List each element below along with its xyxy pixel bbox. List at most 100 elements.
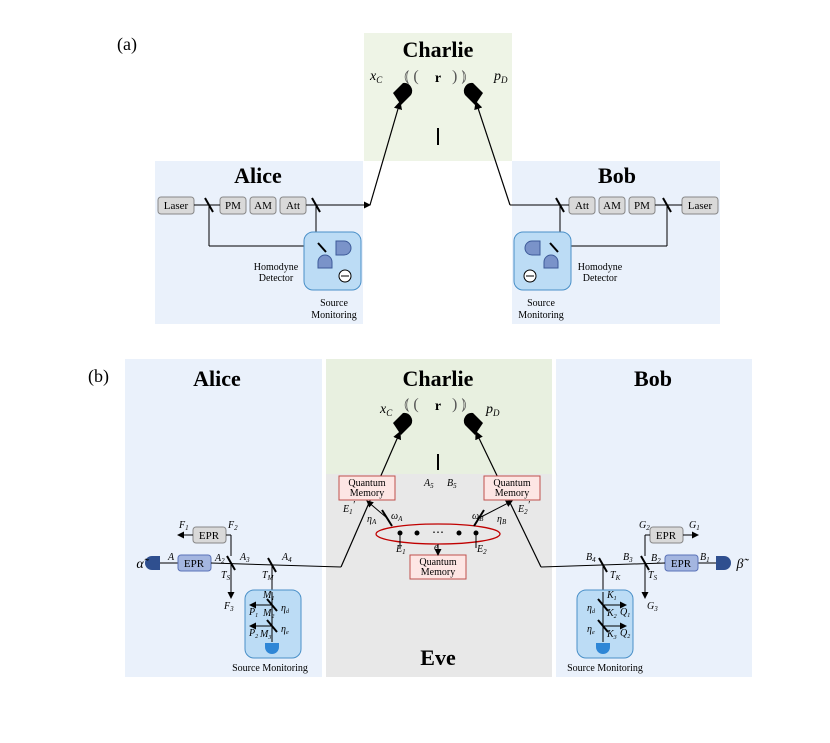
eve-memory-left-label1: Quantum xyxy=(348,478,385,489)
k2-label: K2 xyxy=(606,608,617,620)
signal-r-label: r xyxy=(435,71,441,86)
bob-a-am-label: AM xyxy=(603,200,621,212)
wave-left-icon: ⦅ ( xyxy=(404,68,419,85)
bob-a-chain: Att AM PM Laser xyxy=(510,196,719,247)
charlie-a-title: Charlie xyxy=(403,37,474,62)
g2-label: G2 xyxy=(639,520,650,532)
eve-title: Eve xyxy=(420,645,456,670)
panel-a-label: (a) xyxy=(117,34,137,55)
alice-b-main-line xyxy=(210,562,342,568)
bob-a-monitor-label1: Source xyxy=(527,298,555,309)
a-label: A xyxy=(167,552,175,563)
k3-label: K3 xyxy=(606,629,617,641)
g1-label: G1 xyxy=(689,520,700,532)
b2-label: B2 xyxy=(651,553,661,565)
ts-b-label: TS xyxy=(648,570,658,582)
eve-memory-bottom-label1: Quantum xyxy=(419,557,456,568)
wave-b-right-icon: ) ⦆ xyxy=(452,396,467,413)
bob-a-att-label: Att xyxy=(575,200,589,212)
bob-a-homodyne-label2: Detector xyxy=(583,273,618,284)
alice-a-monitor-label2: Monitoring xyxy=(311,310,357,321)
wave-b-left-icon: ⦅ ( xyxy=(404,396,419,413)
b5-label: B5 xyxy=(447,478,457,490)
alice-b-title: Alice xyxy=(193,366,241,391)
tm-label: TM xyxy=(262,570,275,582)
f2-label: F2 xyxy=(227,520,238,532)
bob-a-homodyne-label1: Homodyne xyxy=(578,262,623,273)
a4-label: A4 xyxy=(281,552,292,564)
panel-b-label: (b) xyxy=(88,366,109,387)
beam-a-alice-to-xc xyxy=(369,100,403,206)
e-label: e xyxy=(434,542,439,553)
eta-e-b-label: ηe xyxy=(587,624,595,636)
alice-b-epr-main-label: EPR xyxy=(184,558,205,570)
eve-memory-right-label2: Memory xyxy=(495,488,529,499)
alice-a-att-label: Att xyxy=(286,200,300,212)
bob-b-monitor-detector-icon xyxy=(596,643,610,654)
f1-label: F1 xyxy=(178,520,189,532)
eta-a-label: ηA xyxy=(367,514,377,526)
charlie-b-title: Charlie xyxy=(403,366,474,391)
signal-b-r-label: r xyxy=(435,399,441,414)
p2-label: P2 xyxy=(248,628,258,640)
e1-label: E1 xyxy=(395,544,406,556)
detector-pd-icon xyxy=(463,82,483,105)
alice-b-epr-top-label: EPR xyxy=(199,530,220,542)
m2-label: M2 xyxy=(262,608,274,620)
eta-d-b-label: ηd xyxy=(587,603,596,615)
alice-a-laser-label: Laser xyxy=(164,200,189,212)
eta-e-a-label: ηe xyxy=(281,624,289,636)
alice-a-chain: Laser PM AM Att xyxy=(157,196,371,247)
bob-b-monitor-label: Source Monitoring xyxy=(567,663,643,674)
alice-b-monitor-detector-icon xyxy=(265,643,279,654)
m1-label: M1 xyxy=(262,590,274,602)
eta-b-label: ηB xyxy=(497,514,507,526)
eve-memory-right-label1: Quantum xyxy=(493,478,530,489)
bob-b-epr-main-label: EPR xyxy=(671,558,692,570)
m3-label: M3 xyxy=(259,629,271,641)
alice-a-homodyne-box xyxy=(303,231,362,291)
detector-pd-b-icon xyxy=(463,412,483,435)
bob-a-pm-label: PM xyxy=(634,200,650,212)
alice-b-monitor-box xyxy=(244,589,302,659)
a2-label: A2 xyxy=(214,553,225,565)
tk-label: TK xyxy=(610,570,621,582)
alice-a-am-box xyxy=(249,196,277,215)
beam-a-bob-to-pd xyxy=(474,100,511,206)
omega-b-label: ωB xyxy=(472,511,484,523)
alice-a-homodyne-label2: Detector xyxy=(259,273,294,284)
bob-b-epr-top-label: EPR xyxy=(656,530,677,542)
alice-a-pm-label: PM xyxy=(225,200,241,212)
a3-label: A3 xyxy=(239,552,250,564)
alice-a-homodyne-label1: Homodyne xyxy=(254,262,299,273)
alice-b-monitor-label: Source Monitoring xyxy=(232,663,308,674)
alice-a-detector1-icon xyxy=(335,240,352,256)
e1p-label: E1′ xyxy=(342,500,356,516)
bob-a-homodyne-box xyxy=(513,231,572,291)
eve-memory-right-box xyxy=(483,475,541,501)
bob-b-title: Bob xyxy=(634,366,672,391)
a5-label: A5 xyxy=(423,478,434,490)
eve-mode-dot-2 xyxy=(414,530,420,536)
eve-mode-dot-3 xyxy=(456,530,462,536)
wave-right-icon: ) ⦆ xyxy=(452,68,467,85)
eve-ellipsis: ⋯ xyxy=(432,525,444,539)
e2p-label: E2′ xyxy=(517,500,531,516)
q2-label: Q2 xyxy=(620,628,630,640)
p1-label: P1 xyxy=(248,607,258,619)
bob-a-title: Bob xyxy=(598,163,636,188)
alice-b-detector-icon xyxy=(145,556,160,570)
b3-label: B3 xyxy=(623,552,633,564)
eta-d-a-label: ηd xyxy=(281,603,290,615)
bob-a-detector2-icon xyxy=(543,254,559,269)
detector-xc-b-icon xyxy=(393,412,413,435)
f3-label: F3 xyxy=(223,601,234,613)
omega-a-label: ωA xyxy=(391,511,403,523)
bob-b-detector-icon xyxy=(716,556,731,570)
eve-memory-bottom-label2: Memory xyxy=(421,567,455,578)
alice-a-detector2-icon xyxy=(317,254,333,269)
bob-b-monitor-box xyxy=(576,589,634,659)
eve-memory-left-box xyxy=(338,475,396,501)
bob-a-detector1-icon xyxy=(524,240,541,256)
